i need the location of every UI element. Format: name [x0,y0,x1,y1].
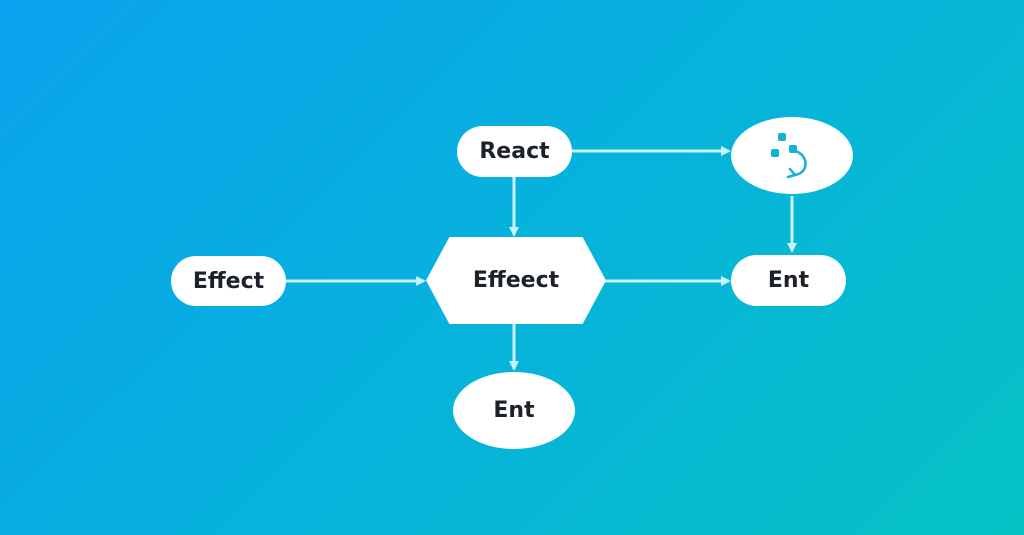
node-react-label: React [479,139,550,164]
node-effect-label: Effect [192,268,265,294]
node-ent-right[interactable]: Ent [731,255,846,306]
node-ent-right-label: Ent [767,268,810,293]
cycle-graph-icon [771,132,807,178]
node-ent-bottom-label: Ent [493,398,535,423]
node-effect[interactable]: Effect [171,256,286,306]
node-effeect[interactable]: Effeect [426,237,606,324]
node-effeect-label: Effeect [472,268,560,293]
node-react[interactable]: React [457,126,572,177]
node-cycle-icon[interactable] [731,117,853,194]
node-ent-bottom[interactable]: Ent [453,372,575,449]
